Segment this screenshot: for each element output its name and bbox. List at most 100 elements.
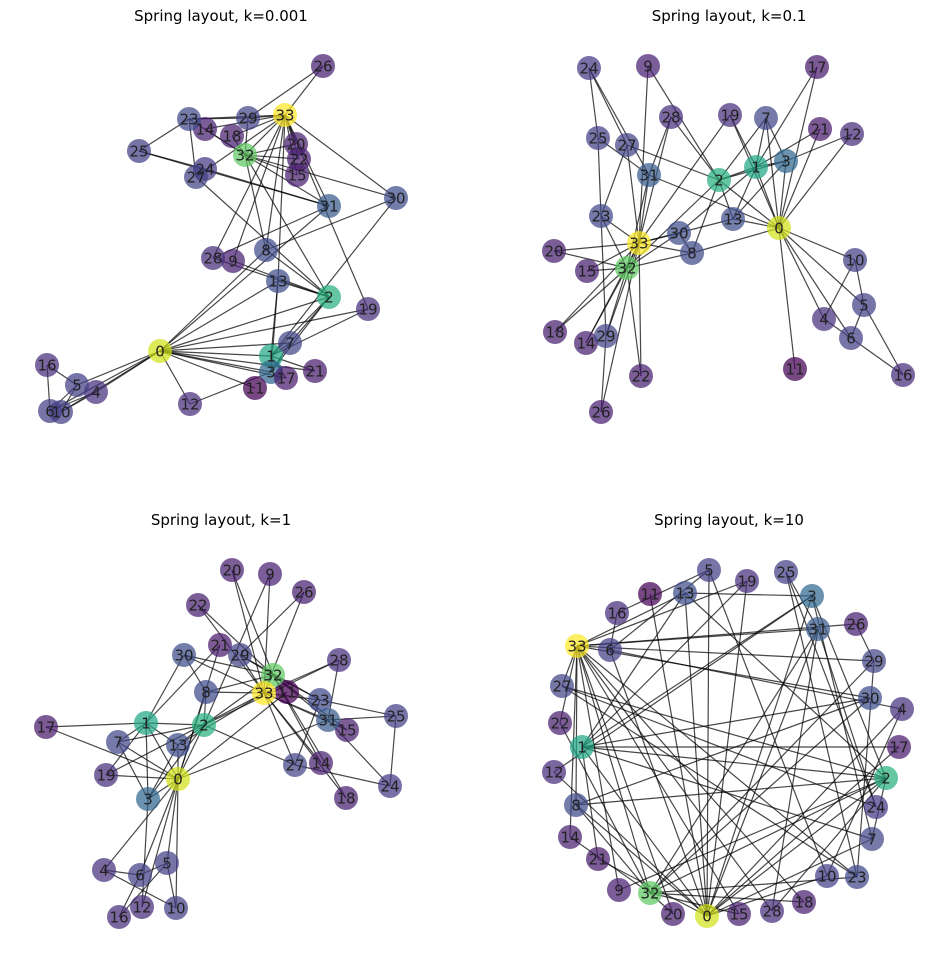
node-label-1: 1 (751, 159, 761, 177)
node-29 (236, 106, 260, 130)
node-1 (134, 711, 158, 735)
edge-1-17 (45, 722, 147, 728)
edge-13-33 (277, 114, 286, 282)
edge-2-8 (265, 249, 330, 298)
node-label-11: 11 (640, 586, 659, 604)
edge-0-19 (706, 580, 748, 917)
edge-0-19 (159, 308, 369, 352)
node-12 (542, 760, 566, 784)
node-label-6: 6 (135, 867, 145, 885)
node-label-26: 26 (294, 584, 313, 602)
node-5 (65, 373, 89, 397)
node-11 (783, 357, 807, 381)
node-label-13: 13 (268, 273, 287, 291)
node-23 (177, 107, 201, 131)
edge-0-6 (139, 778, 179, 876)
edge-2-7 (718, 117, 767, 181)
node-label-16: 16 (37, 357, 56, 375)
node-29 (862, 649, 886, 673)
edge-2-27 (203, 724, 296, 766)
node-label-0: 0 (702, 908, 712, 926)
node-25 (384, 704, 408, 728)
node-label-5: 5 (704, 562, 714, 580)
panel-title: Spring layout, k=0.1 (652, 7, 807, 25)
edge-0-31 (706, 628, 819, 917)
edge-0-11 (649, 593, 708, 917)
edge-0-6 (778, 227, 852, 339)
node-label-18: 18 (794, 894, 813, 912)
node-0 (695, 904, 719, 928)
node-label-2: 2 (324, 289, 334, 307)
node-21 (208, 633, 232, 657)
node-label-17: 17 (36, 719, 55, 737)
node-6 (128, 863, 152, 887)
edge-1-13 (581, 592, 686, 748)
node-label-13: 13 (723, 211, 742, 229)
node-label-7: 7 (867, 831, 877, 849)
node-2 (874, 766, 898, 790)
node-15 (727, 902, 751, 926)
node-label-24: 24 (866, 799, 885, 817)
node-3 (800, 584, 824, 608)
node-label-25: 25 (776, 564, 795, 582)
node-label-5: 5 (859, 297, 869, 315)
node-label-10: 10 (166, 900, 185, 918)
node-label-33: 33 (567, 638, 586, 656)
node-32 (261, 663, 285, 687)
node-1 (570, 735, 594, 759)
node-27 (283, 753, 307, 777)
node-17 (34, 715, 58, 739)
node-label-6: 6 (45, 403, 55, 421)
edge-23-27 (600, 144, 628, 217)
panel-title: Spring layout, k=0.001 (134, 7, 308, 25)
node-9 (636, 54, 660, 78)
edge-32-33 (576, 645, 651, 894)
node-label-31: 31 (318, 712, 337, 730)
node-label-3: 3 (266, 364, 276, 382)
node-15 (575, 259, 599, 283)
node-label-13: 13 (168, 737, 187, 755)
edge-1-21 (755, 128, 821, 168)
edge-20-33 (231, 569, 265, 694)
node-label-2: 2 (199, 717, 209, 735)
edge-0-2 (706, 777, 887, 917)
graph-panel-3: Spring layout, k=10012345678910111213141… (542, 511, 914, 928)
node-label-20: 20 (286, 136, 305, 154)
node-10 (164, 896, 188, 920)
node-30 (858, 686, 882, 710)
node-label-1: 1 (266, 348, 276, 366)
node-13 (266, 269, 290, 293)
edge-8-33 (575, 645, 578, 806)
node-14 (309, 751, 333, 775)
node-label-9: 9 (614, 882, 624, 900)
node-label-10: 10 (817, 868, 836, 886)
edge-19-33 (638, 114, 731, 244)
node-label-11: 11 (277, 684, 296, 702)
edge-1-30 (270, 197, 397, 357)
edge-14-32 (569, 836, 651, 894)
node-11 (243, 376, 267, 400)
edge-23-29 (600, 215, 607, 337)
nodes (542, 54, 915, 424)
node-label-0: 0 (155, 343, 165, 361)
node-label-17: 17 (889, 739, 908, 757)
edge-28-31 (771, 628, 819, 912)
node-label-19: 19 (720, 107, 739, 125)
node-label-24: 24 (579, 60, 598, 78)
edge-0-10 (706, 875, 828, 917)
edge-0-6 (49, 350, 161, 412)
edge-1-3 (145, 722, 149, 800)
node-4 (92, 858, 116, 882)
node-17 (805, 55, 829, 79)
node-4 (890, 697, 914, 721)
node-label-1: 1 (141, 715, 151, 733)
edge-0-17 (778, 66, 818, 229)
node-16 (35, 353, 59, 377)
node-label-26: 26 (591, 404, 610, 422)
node-label-20: 20 (544, 243, 563, 261)
node-label-32: 32 (640, 885, 659, 903)
edge-1-30 (145, 654, 185, 724)
edge-0-17 (45, 726, 179, 780)
edge-0-21 (778, 128, 821, 229)
edge-2-8 (691, 179, 720, 254)
